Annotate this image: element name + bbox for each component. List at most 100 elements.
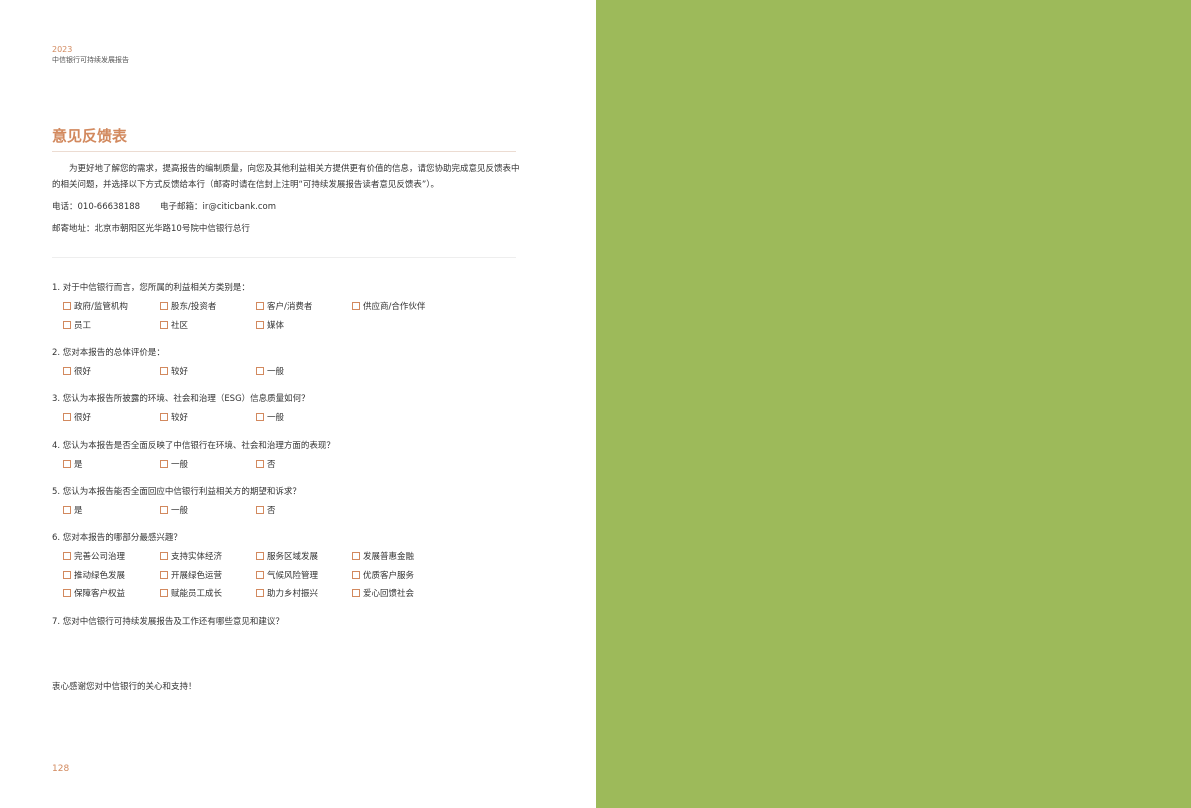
- option-label: 社区: [171, 320, 189, 331]
- option-label: 供应商/合作伙伴: [363, 302, 426, 312]
- option-label: 气候风险管理: [267, 570, 319, 581]
- option-label: 较好: [171, 367, 189, 377]
- checkbox-icon[interactable]: [256, 589, 264, 597]
- option-label: 爱心回馈社会: [363, 589, 415, 599]
- option-checkbox[interactable]: 是: [63, 504, 83, 516]
- option-label: 一般: [267, 413, 285, 423]
- checkbox-icon[interactable]: [63, 570, 71, 579]
- option-checkbox[interactable]: 发展普惠金融: [352, 550, 414, 562]
- green-panel: [596, 0, 1191, 808]
- page-title: 意见反馈表: [52, 127, 128, 145]
- checkbox-icon[interactable]: [160, 570, 168, 579]
- option-checkbox[interactable]: 社区: [160, 319, 188, 331]
- option-checkbox[interactable]: 开展绿色运营: [160, 569, 222, 581]
- intro-paragraph: 为更好地了解您的需求，提高报告的编制质量，向您及其他利益相关方提供更有价值的信息…: [52, 164, 520, 190]
- option-checkbox[interactable]: 政府/监管机构: [63, 300, 128, 312]
- checkbox-icon[interactable]: [160, 302, 168, 310]
- checkbox-icon[interactable]: [63, 460, 71, 468]
- report-page: 2023 中信银行可持续发展报告 意见反馈表 为更好地了解您的需求，提高报告的编…: [52, 45, 520, 774]
- contact-phone: 电话：010-66638188: [52, 202, 141, 212]
- question-3: 3. 您认为本报告所披露的环境、社会和治理（ESG）信息质量如何？: [52, 394, 310, 404]
- checkbox-icon[interactable]: [256, 302, 264, 310]
- option-checkbox[interactable]: 股东/投资者: [160, 300, 216, 312]
- option-label: 较好: [171, 413, 189, 423]
- option-label: 一般: [267, 367, 285, 377]
- checkbox-icon[interactable]: [256, 413, 264, 421]
- option-label: 客户/消费者: [267, 302, 313, 312]
- thanks-text: 衷心感谢您对中信银行的关心和支持！: [52, 682, 197, 692]
- option-checkbox[interactable]: 媒体: [256, 319, 284, 331]
- option-checkbox[interactable]: 一般: [256, 411, 284, 423]
- option-label: 保障客户权益: [74, 589, 126, 599]
- contact-email: 电子邮箱：ir@citicbank.com: [160, 202, 277, 212]
- option-label: 股东/投资者: [171, 302, 217, 312]
- checkbox-icon[interactable]: [352, 570, 360, 579]
- checkbox-icon[interactable]: [160, 460, 168, 468]
- option-checkbox[interactable]: 完善公司治理: [63, 550, 125, 562]
- option-checkbox[interactable]: 较好: [160, 411, 188, 423]
- option-checkbox[interactable]: 爱心回馈社会: [352, 587, 414, 599]
- checkbox-icon[interactable]: [352, 589, 360, 597]
- question-5: 5. 您认为本报告能否全面回应中信银行利益相关方的期望和诉求？: [52, 487, 301, 497]
- option-checkbox[interactable]: 助力乡村振兴: [256, 587, 318, 599]
- option-label: 推动绿色发展: [74, 570, 126, 581]
- option-checkbox[interactable]: 供应商/合作伙伴: [352, 300, 425, 312]
- option-label: 是: [74, 506, 83, 516]
- checkbox-icon[interactable]: [63, 589, 71, 597]
- checkbox-icon[interactable]: [352, 302, 360, 310]
- checkbox-icon[interactable]: [256, 506, 264, 514]
- option-label: 政府/监管机构: [74, 302, 128, 312]
- option-checkbox[interactable]: 赋能员工成长: [160, 587, 222, 599]
- option-checkbox[interactable]: 优质客户服务: [352, 569, 414, 581]
- checkbox-icon[interactable]: [256, 320, 264, 329]
- checkbox-icon[interactable]: [256, 460, 264, 468]
- option-label: 媒体: [267, 320, 285, 331]
- page-number: 128: [52, 764, 70, 774]
- option-label: 发展普惠金融: [363, 552, 415, 562]
- checkbox-icon[interactable]: [160, 367, 168, 375]
- checkbox-icon[interactable]: [352, 552, 360, 560]
- option-label: 一般: [171, 460, 189, 470]
- option-checkbox[interactable]: 气候风险管理: [256, 569, 318, 581]
- option-checkbox[interactable]: 一般: [160, 458, 188, 470]
- option-label: 一般: [171, 506, 189, 516]
- checkbox-icon[interactable]: [63, 367, 71, 375]
- option-label: 完善公司治理: [74, 552, 126, 562]
- checkbox-icon[interactable]: [160, 589, 168, 597]
- checkbox-icon[interactable]: [63, 320, 71, 329]
- checkbox-icon[interactable]: [63, 413, 71, 421]
- option-checkbox[interactable]: 否: [256, 504, 276, 516]
- question-1: 1. 对于中信银行而言，您所属的利益相关方类别是：: [52, 283, 250, 293]
- option-checkbox[interactable]: 是: [63, 458, 83, 470]
- checkbox-icon[interactable]: [63, 302, 71, 310]
- checkbox-icon[interactable]: [160, 413, 168, 421]
- checkbox-icon[interactable]: [63, 506, 71, 514]
- checkbox-icon[interactable]: [160, 320, 168, 329]
- option-checkbox[interactable]: 一般: [160, 504, 188, 516]
- option-checkbox[interactable]: 很好: [63, 365, 91, 377]
- option-checkbox[interactable]: 保障客户权益: [63, 587, 125, 599]
- option-checkbox[interactable]: 较好: [160, 365, 188, 377]
- report-name: 中信银行可持续发展报告: [52, 56, 129, 64]
- option-checkbox[interactable]: 一般: [256, 365, 284, 377]
- option-checkbox[interactable]: 推动绿色发展: [63, 569, 125, 581]
- option-label: 是: [74, 460, 83, 470]
- checkbox-icon[interactable]: [160, 506, 168, 514]
- option-checkbox[interactable]: 员工: [63, 319, 91, 331]
- checkbox-icon[interactable]: [256, 570, 264, 579]
- checkbox-icon[interactable]: [160, 552, 168, 560]
- option-checkbox[interactable]: 服务区域发展: [256, 550, 318, 562]
- question-4: 4. 您认为本报告是否全面反映了中信银行在环境、社会和治理方面的表现？: [52, 441, 335, 451]
- option-checkbox[interactable]: 支持实体经济: [160, 550, 222, 562]
- checkbox-icon[interactable]: [256, 552, 264, 560]
- option-checkbox[interactable]: 很好: [63, 411, 91, 423]
- contact-address: 邮寄地址：北京市朝阳区光华路10号院中信银行总行: [52, 224, 250, 234]
- title-divider: [52, 151, 516, 152]
- option-checkbox[interactable]: 否: [256, 458, 276, 470]
- checkbox-icon[interactable]: [256, 367, 264, 375]
- option-label: 优质客户服务: [363, 570, 415, 581]
- checkbox-icon[interactable]: [63, 552, 71, 560]
- option-label: 员工: [74, 320, 92, 331]
- option-checkbox[interactable]: 客户/消费者: [256, 300, 312, 312]
- option-label: 否: [267, 460, 276, 470]
